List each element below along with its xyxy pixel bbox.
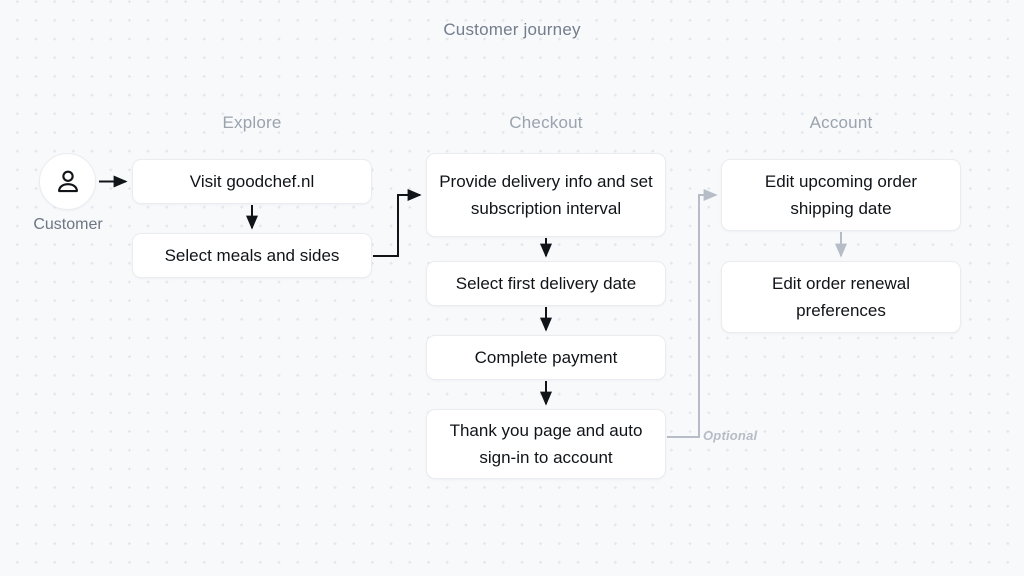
- node-complete-payment[interactable]: Complete payment: [426, 335, 666, 380]
- node-edit-order-renewal-preferences[interactable]: Edit order renewal preferences: [721, 261, 961, 333]
- user-icon: [57, 170, 78, 192]
- node-edit-upcoming-order-shipping-date[interactable]: Edit upcoming order shipping date: [721, 159, 961, 231]
- node-select-meals-and-sides[interactable]: Select meals and sides: [132, 233, 372, 278]
- optional-edge-label: Optional: [703, 428, 758, 443]
- node-thank-you-page[interactable]: Thank you page and auto sign-in to accou…: [426, 409, 666, 479]
- edge-thank-you-to-edit-shipping: [667, 189, 718, 438]
- node-provide-delivery-info[interactable]: Provide delivery info and set subscripti…: [426, 153, 666, 237]
- edge-select-meals-to-provide-info: [373, 189, 422, 257]
- page-title: Customer journey: [443, 20, 581, 39]
- avatar: [39, 153, 96, 210]
- column-title-explore: Explore: [222, 113, 282, 132]
- column-title-checkout: Checkout: [509, 113, 583, 132]
- node-visit-goodchef[interactable]: Visit goodchef.nl: [132, 159, 372, 204]
- customer-label: Customer: [33, 216, 103, 233]
- customer-actor[interactable]: Customer: [33, 153, 103, 233]
- node-select-first-delivery-date[interactable]: Select first delivery date: [426, 261, 666, 306]
- column-title-account: Account: [809, 113, 873, 132]
